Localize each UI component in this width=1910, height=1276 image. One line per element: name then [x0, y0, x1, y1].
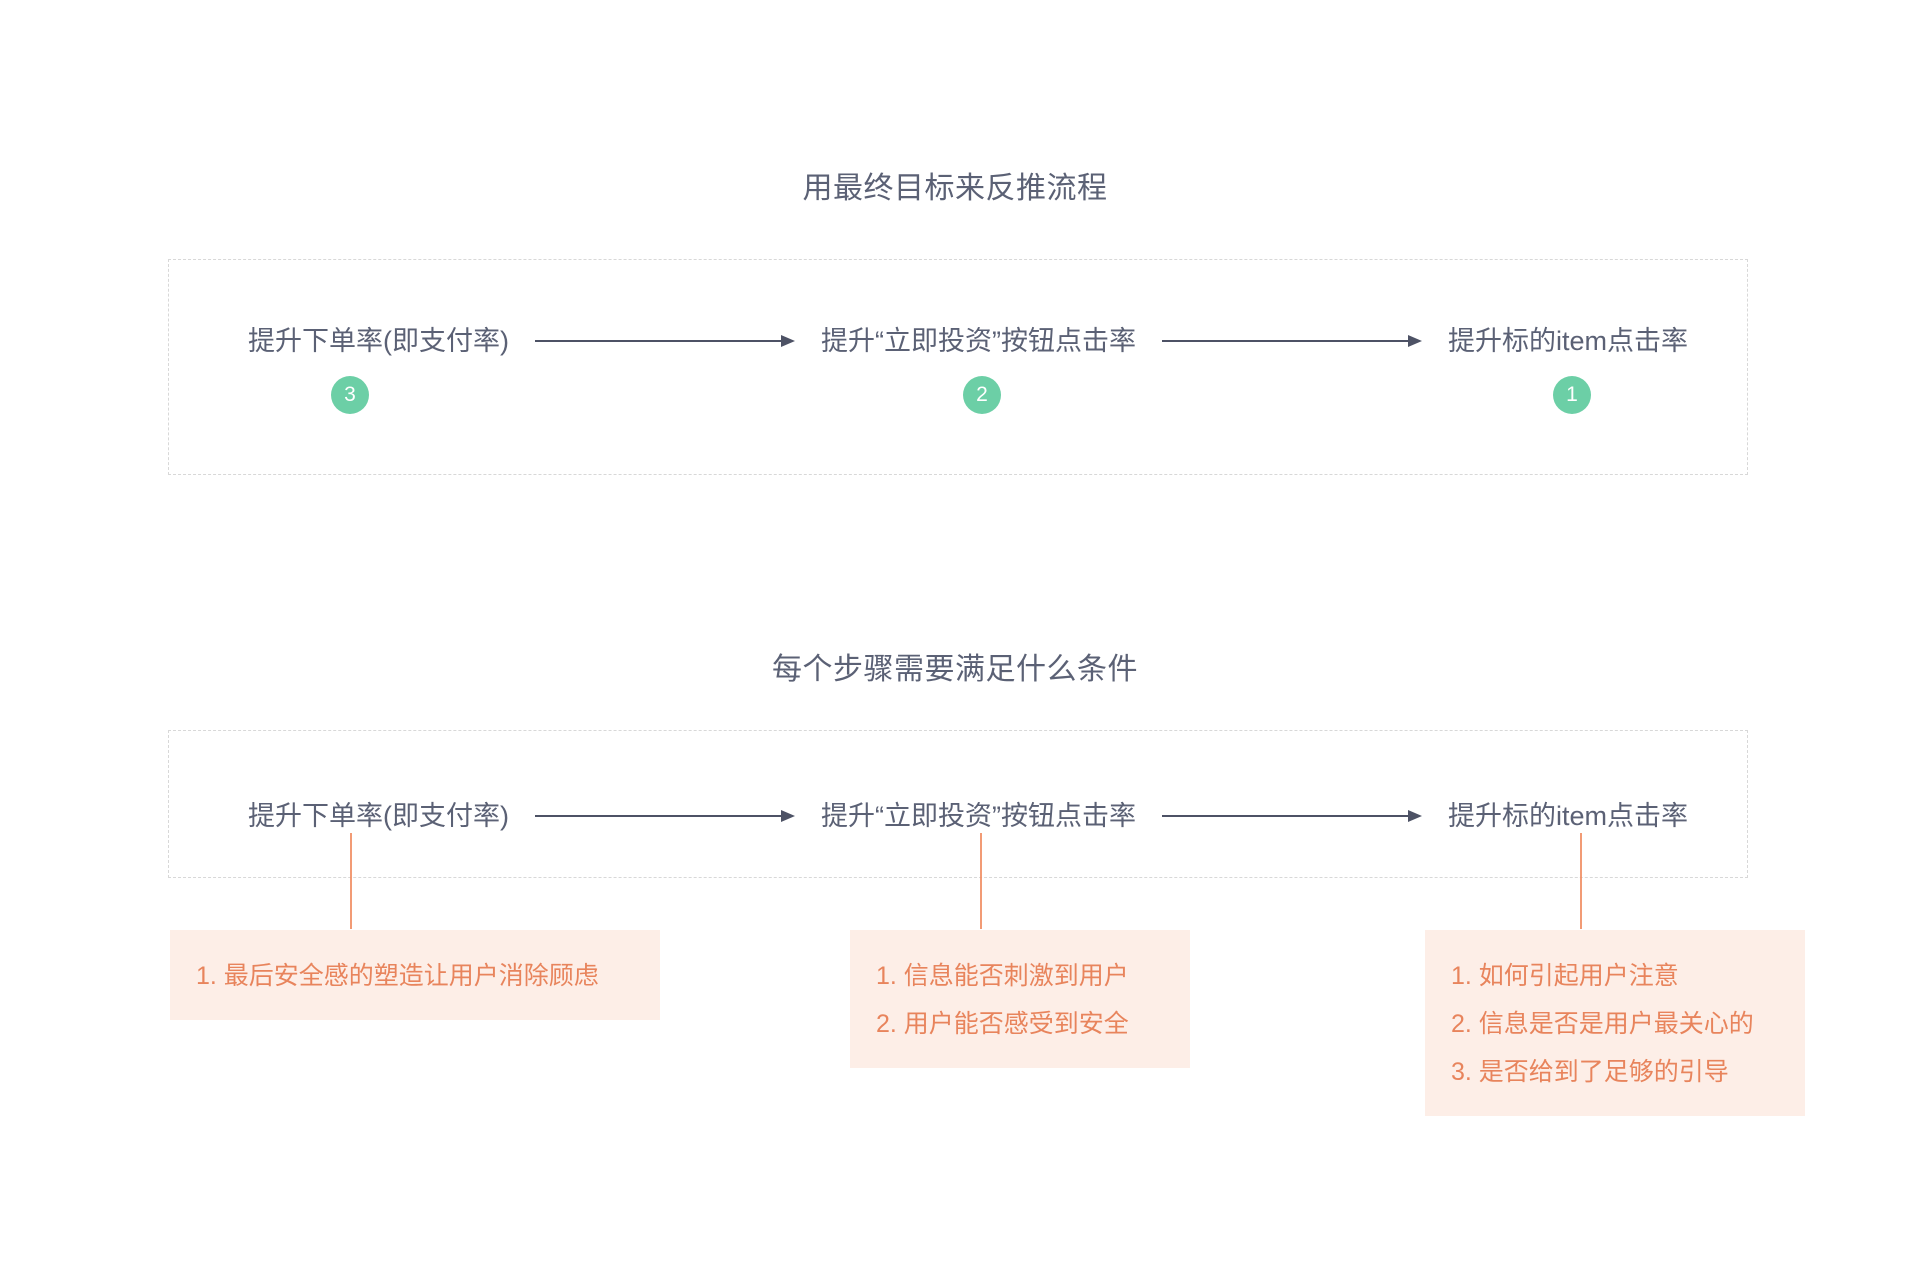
note-card-order-rate: 1. 最后安全感的塑造让用户消除顾虑 — [170, 930, 660, 1020]
flow-node-item-ctr[interactable]: 提升标的item点击率 — [1448, 326, 1689, 356]
flow-row-secondary: 提升下单率(即支付率) 提升“立即投资”按钮点击率 提升标的item点击率 — [248, 795, 1688, 837]
flow-node-order-rate-2[interactable]: 提升下单率(即支付率) — [248, 801, 509, 831]
step-badge-3: 3 — [331, 376, 369, 414]
note-line: 3. 是否给到了足够的引导 — [1451, 1058, 1729, 1086]
note-line: 1. 信息能否刺激到用户 — [876, 962, 1129, 990]
arrow-right-icon — [1161, 335, 1422, 347]
flow-node-invest-button-ctr-2[interactable]: 提升“立即投资”按钮点击率 — [821, 801, 1136, 831]
section-title-goal-backtrack: 用最终目标来反推流程 — [802, 172, 1108, 205]
step-badge-1: 1 — [1553, 376, 1591, 414]
note-line: 2. 用户能否感受到安全 — [876, 1010, 1129, 1038]
section-title-step-conditions: 每个步骤需要满足什么条件 — [772, 653, 1138, 686]
flow-node-order-rate[interactable]: 提升下单率(即支付率) — [248, 326, 509, 356]
flow-row-primary: 提升下单率(即支付率) 提升“立即投资”按钮点击率 提升标的item点击率 — [248, 320, 1688, 362]
connector-line-1 — [350, 833, 352, 929]
connector-line-3 — [1580, 833, 1582, 929]
step-badge-2: 2 — [963, 376, 1001, 414]
arrow-right-icon — [534, 335, 795, 347]
note-card-invest-button: 1. 信息能否刺激到用户 2. 用户能否感受到安全 — [850, 930, 1190, 1068]
note-line: 1. 最后安全感的塑造让用户消除顾虑 — [196, 962, 599, 990]
note-line: 2. 信息是否是用户最关心的 — [1451, 1010, 1754, 1038]
flow-node-item-ctr-2[interactable]: 提升标的item点击率 — [1448, 801, 1689, 831]
connector-line-2 — [980, 833, 982, 929]
note-line: 1. 如何引起用户注意 — [1451, 962, 1679, 990]
step-badge-row: 3 2 1 — [248, 376, 1688, 416]
arrow-right-icon — [534, 810, 795, 822]
flow-container-primary — [168, 259, 1748, 475]
flow-node-invest-button-ctr[interactable]: 提升“立即投资”按钮点击率 — [821, 326, 1136, 356]
flow-container-secondary — [168, 730, 1748, 878]
note-card-item-ctr: 1. 如何引起用户注意 2. 信息是否是用户最关心的 3. 是否给到了足够的引导 — [1425, 930, 1805, 1116]
arrow-right-icon — [1161, 810, 1422, 822]
